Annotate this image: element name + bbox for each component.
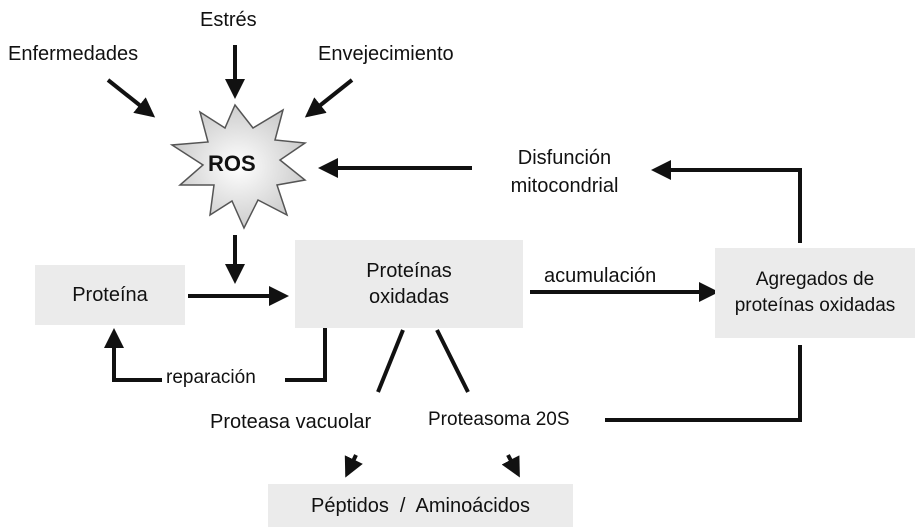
- mito-label: Disfunción mitocondrial: [492, 144, 637, 200]
- oxidized-proteins-box: Proteínas oxidadas: [295, 240, 523, 328]
- aggregates-line1: Agregados de: [755, 269, 875, 290]
- products-box: Péptidos / Aminoácidos: [268, 484, 573, 527]
- aggregates-line2: proteínas oxidadas: [734, 295, 896, 316]
- repair-label: reparación: [166, 367, 256, 388]
- proteasome-label: Proteasoma 20S: [428, 409, 570, 430]
- arrow-aging-to-ros: [304, 78, 354, 118]
- accumulation-label: acumulación: [544, 265, 657, 287]
- line-aggregates-to-proteasome: [605, 345, 802, 422]
- aging-label: Envejecimiento: [318, 43, 454, 65]
- oxidized-line2: oxidadas: [368, 286, 450, 308]
- oxidized-line1: Proteínas: [366, 260, 452, 282]
- arrow-repair-left: [104, 328, 162, 382]
- vacuolar-protease-label: Proteasa vacuolar: [210, 411, 372, 433]
- line-repair-right: [285, 328, 327, 382]
- arrow-proteasome-to-products: [501, 454, 520, 478]
- products-label: Péptidos / Aminoácidos: [310, 494, 530, 517]
- mito-line2: mitocondrial: [510, 175, 619, 197]
- diseases-label: Enfermedades: [8, 43, 139, 65]
- protein-box: Proteína: [35, 265, 185, 325]
- arrow-aggregates-to-mito: [651, 160, 802, 243]
- stress-label: Estrés: [200, 9, 257, 31]
- protein-label: Proteína: [72, 284, 148, 306]
- ros-starburst: [169, 103, 308, 230]
- mito-line1: Disfunción: [517, 147, 612, 169]
- arrow-vacuolar-to-products: [344, 454, 363, 478]
- line-to-proteasome: [435, 329, 470, 393]
- ros-label: ROS: [208, 151, 256, 176]
- arrow-diseases-to-ros: [106, 78, 156, 118]
- aggregates-box: Agregados de proteínas oxidadas: [715, 248, 915, 338]
- line-to-vacuolar: [376, 329, 405, 393]
